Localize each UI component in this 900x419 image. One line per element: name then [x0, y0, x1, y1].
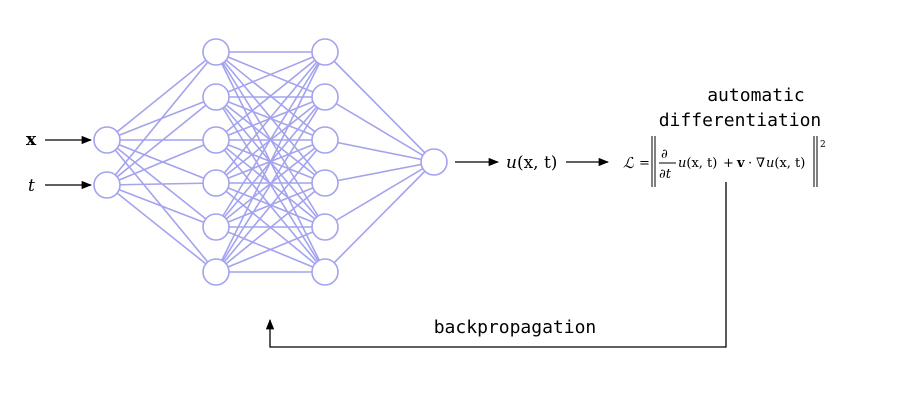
edge-l2-n5-to-n0: [324, 161, 435, 273]
edge-l1-n5-to-n4: [215, 226, 326, 273]
neuron-layer1-4: [202, 213, 230, 241]
edge-l0-n1-to-n4: [106, 184, 217, 228]
edge-l1-n5-to-n0: [215, 51, 326, 273]
dot-operator: ·: [748, 156, 752, 171]
loss-formula: ℒ = ∂ ∂t u(x, t) + v · ∇ u(x, t) 2: [623, 136, 826, 187]
neuron-layer1-0: [202, 38, 230, 66]
neuron-layer2-3: [311, 169, 339, 197]
edge-l2-n0-to-n0: [324, 51, 435, 163]
loss-lhs: ℒ: [623, 154, 635, 172]
edge-l2-n3-to-n0: [324, 161, 435, 184]
edge-l0-n0-to-n3: [106, 139, 217, 184]
neuron-layer3-0: [420, 148, 448, 176]
neuron-layer2-0: [311, 38, 339, 66]
network-nodes: [93, 38, 448, 286]
input-t-label: t: [28, 176, 35, 196]
edge-l1-n4-to-n0: [215, 51, 326, 228]
edge-l1-n5-to-n3: [215, 182, 326, 273]
loss-gradient-u: u(x, t): [766, 156, 805, 171]
norm-exponent: 2: [820, 140, 826, 150]
nabla-symbol: ∇: [756, 156, 765, 171]
neuron-layer2-5: [311, 258, 339, 286]
edge-l0-n1-to-n1: [106, 96, 217, 186]
backprop-arrow: [265, 182, 727, 348]
edge-l1-n5-to-n2: [215, 139, 326, 273]
neuron-layer0-0: [93, 126, 121, 154]
edge-l1-n5-to-n1: [215, 96, 326, 273]
edge-l2-n4-to-n0: [324, 161, 435, 228]
neuron-layer2-1: [311, 83, 339, 111]
neuron-layer1-3: [202, 169, 230, 197]
edge-l2-n1-to-n0: [324, 96, 435, 163]
edge-l0-n1-to-n2: [106, 139, 217, 186]
neuron-layer1-2: [202, 126, 230, 154]
autodiff-label-line2: differentiation: [659, 110, 822, 131]
u-args: (x, t): [517, 153, 558, 173]
velocity-v: v: [736, 156, 745, 171]
edge-l0-n0-to-n0: [106, 51, 217, 141]
partial-denominator: ∂t: [659, 167, 672, 182]
edge-l1-n3-to-n0: [215, 51, 326, 184]
edge-l2-n2-to-n0: [324, 139, 435, 163]
edge-l0-n1-to-n0: [106, 51, 217, 186]
plus-sign: +: [723, 156, 734, 171]
loss-term-u: u(x, t): [678, 156, 717, 171]
input-x-label: x: [26, 130, 37, 150]
neuron-layer2-4: [311, 213, 339, 241]
u-symbol: u: [506, 153, 517, 173]
neuron-layer2-2: [311, 126, 339, 154]
partial-numerator: ∂: [661, 147, 668, 162]
neuron-layer1-1: [202, 83, 230, 111]
output-label: u(x, t): [506, 153, 557, 173]
edge-l0-n1-to-n3: [106, 182, 217, 186]
neuron-layer1-5: [202, 258, 230, 286]
backprop-label: backpropagation: [434, 317, 597, 338]
network-edges: [106, 51, 435, 273]
edge-l1-n2-to-n0: [215, 51, 326, 141]
edge-l1-n1-to-n0: [215, 51, 326, 98]
autodiff-label-line1: automatic: [707, 85, 805, 106]
loss-equals: =: [639, 156, 650, 171]
neuron-layer0-1: [93, 171, 121, 199]
edge-l0-n1-to-n5: [106, 184, 217, 273]
